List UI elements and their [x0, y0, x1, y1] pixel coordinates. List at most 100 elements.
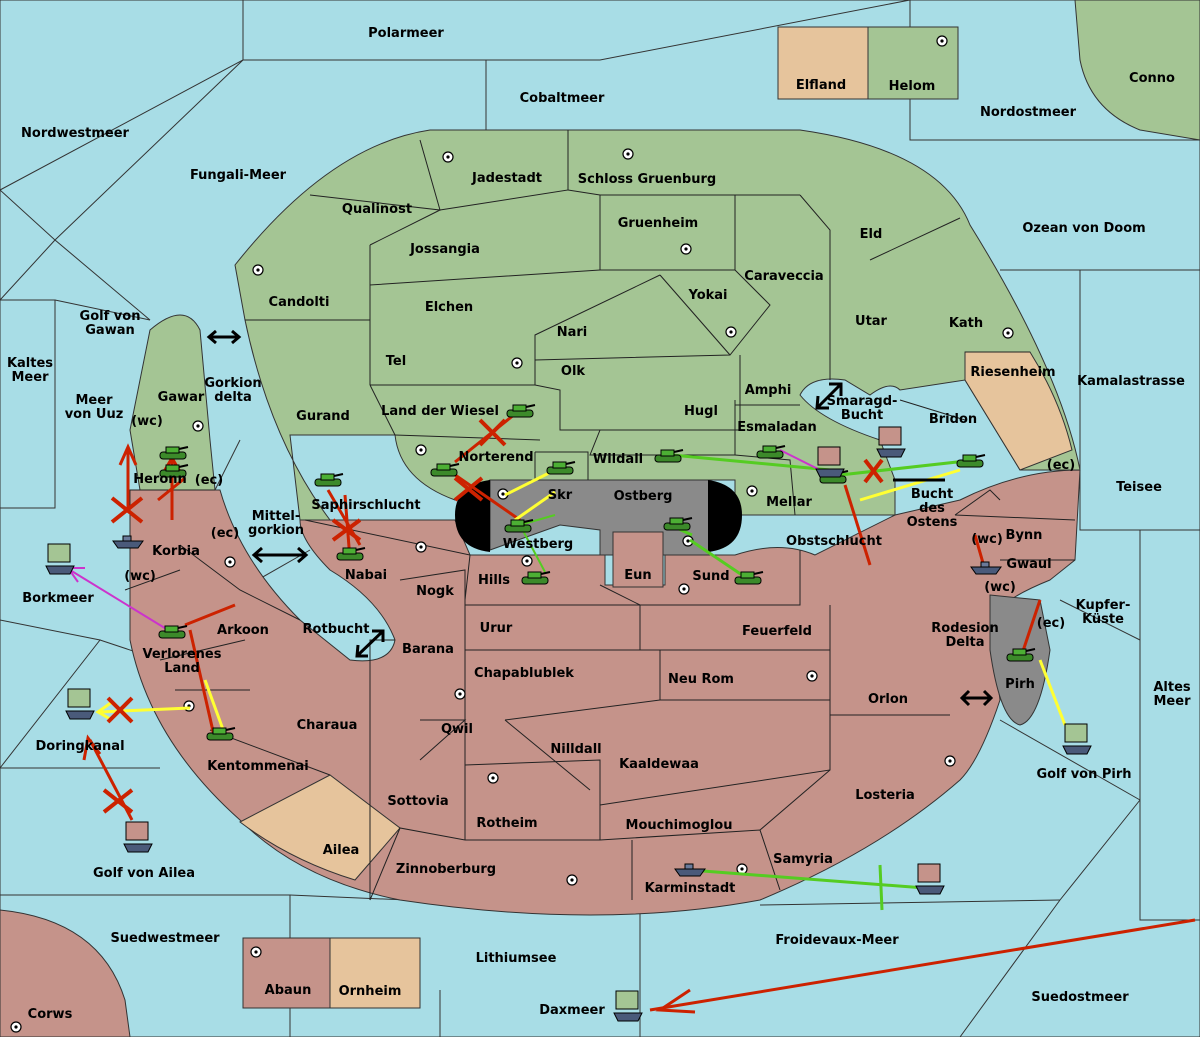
rotheim-label: Rotheim — [476, 816, 537, 831]
province-borders — [124, 130, 1076, 901]
gruenheim-label: Gruenheim — [618, 216, 698, 231]
golf-ailea-label: Golf von Ailea — [93, 866, 195, 881]
support-line-green — [839, 458, 976, 477]
esmaladan-label: Esmaladan — [737, 420, 817, 435]
sc-candolti — [252, 264, 264, 276]
move-arrow-red — [447, 468, 521, 522]
suedwestmeer-label: Suedwestmeer — [110, 931, 220, 946]
fail-x-mark — [863, 458, 884, 484]
units — [45, 404, 1092, 1022]
support-arrow-yellow — [859, 468, 961, 502]
nari-label: Nari — [557, 325, 588, 340]
kentommenai-label: Kentommenai — [207, 759, 308, 774]
army-unit-icon — [506, 404, 536, 418]
sc-sund2 — [678, 583, 690, 595]
army-unit-icon — [336, 547, 366, 561]
arkoon-label: Arkoon — [217, 623, 269, 638]
ornheim-label: Ornheim — [339, 984, 402, 999]
heronn-ec-label: (ec) — [195, 473, 223, 488]
sc-schloss — [622, 148, 634, 160]
bynn-ec-label: (ec) — [1047, 458, 1075, 473]
eun-label: Eun — [624, 568, 651, 583]
eun-area — [612, 531, 664, 588]
norterend-label: Norterend — [458, 450, 533, 465]
smaragd-label: Smaragd-Bucht — [827, 394, 898, 423]
sc-nabai — [415, 541, 427, 553]
conno-label: Conno — [1129, 71, 1175, 86]
neurom-label: Neu Rom — [668, 672, 734, 687]
sc-corws — [10, 1021, 22, 1033]
support-line-green — [689, 538, 746, 579]
army-unit-icon — [314, 473, 344, 487]
kath-label: Kath — [949, 316, 983, 331]
nogk-label: Nogk — [416, 584, 454, 599]
sc-jadestadt — [442, 151, 454, 163]
army-unit-icon — [956, 454, 986, 468]
wiesel-label: Land der Wiesel — [381, 404, 499, 419]
ailea-area — [239, 774, 401, 881]
fleet-unit-icon — [613, 990, 643, 1022]
elchen-label: Elchen — [425, 300, 473, 315]
hold-line-green — [519, 524, 546, 573]
adjacency-arrow — [959, 689, 994, 707]
nordwestmeer-label: Nordwestmeer — [21, 126, 129, 141]
army-unit-icon — [546, 461, 576, 475]
supply-centers — [10, 35, 1014, 1033]
fleet-unit-icon — [876, 426, 906, 458]
sc-norterend — [415, 444, 427, 456]
sc-gruenheim — [680, 243, 692, 255]
borkmeer-label: Borkmeer — [22, 591, 94, 606]
impassable-east — [708, 480, 742, 552]
sc-yokai — [725, 326, 737, 338]
zinnoberburg-label: Zinnoberburg — [396, 862, 496, 877]
rotbucht-label: Rotbucht — [303, 622, 370, 637]
army-unit-icon — [206, 727, 236, 741]
corws-island — [0, 909, 131, 1037]
gwaul-wc2-label: (wc) — [984, 580, 1016, 595]
karminstadt-label: Karminstadt — [645, 881, 736, 896]
fleet-unit-icon — [123, 821, 153, 853]
mellar-label: Mellar — [766, 495, 812, 510]
arrowhead-yellow — [95, 700, 113, 722]
fail-x-mark — [331, 518, 362, 542]
korbia-wc-label: (wc) — [124, 569, 156, 584]
support-arrow-yellow — [203, 679, 227, 736]
arrowhead-red — [82, 734, 102, 761]
cobaltmeer-label: Cobaltmeer — [520, 91, 605, 106]
move-arrow-magenta — [69, 569, 169, 631]
sc-qwil — [454, 688, 466, 700]
suedostmeer-label: Suedostmeer — [1031, 990, 1129, 1005]
kaaldewaa-label: Kaaldewaa — [619, 757, 699, 772]
schloss-label: Schloss Gruenburg — [578, 172, 716, 187]
fleet-unit-icon — [674, 863, 706, 877]
fleet-unit-icon — [970, 561, 1002, 575]
fleet-unit-icon — [1062, 723, 1092, 755]
fleet-unit-icon — [915, 863, 945, 895]
riesenheim-label: Riesenheim — [970, 365, 1055, 380]
fleet-unit-icon — [815, 446, 845, 478]
saphir-label: Saphirschlucht — [311, 498, 420, 513]
kamalastrasse-label: Kamalastrasse — [1077, 374, 1185, 389]
fail-x-mark — [106, 696, 134, 724]
losteria-label: Losteria — [855, 788, 915, 803]
sc-kath — [1002, 327, 1014, 339]
support-arrow-yellow — [99, 706, 191, 714]
sc-tel — [511, 357, 523, 369]
sc-neurom — [806, 670, 818, 682]
pirh-ec-label: (ec) — [1037, 616, 1065, 631]
utar-label: Utar — [855, 314, 888, 329]
mittelgorkion-label: Mittel-gorkion — [248, 509, 304, 538]
obstschlucht-label: Obstschlucht — [786, 534, 882, 549]
adjacency-arrow — [206, 329, 242, 345]
support-line-green — [689, 868, 926, 890]
bynn-label: Bynn — [1006, 528, 1043, 543]
sc-gawar — [192, 420, 204, 432]
chapa-label: Chapablublek — [474, 666, 574, 681]
lithiumsee-label: Lithiumsee — [476, 951, 557, 966]
